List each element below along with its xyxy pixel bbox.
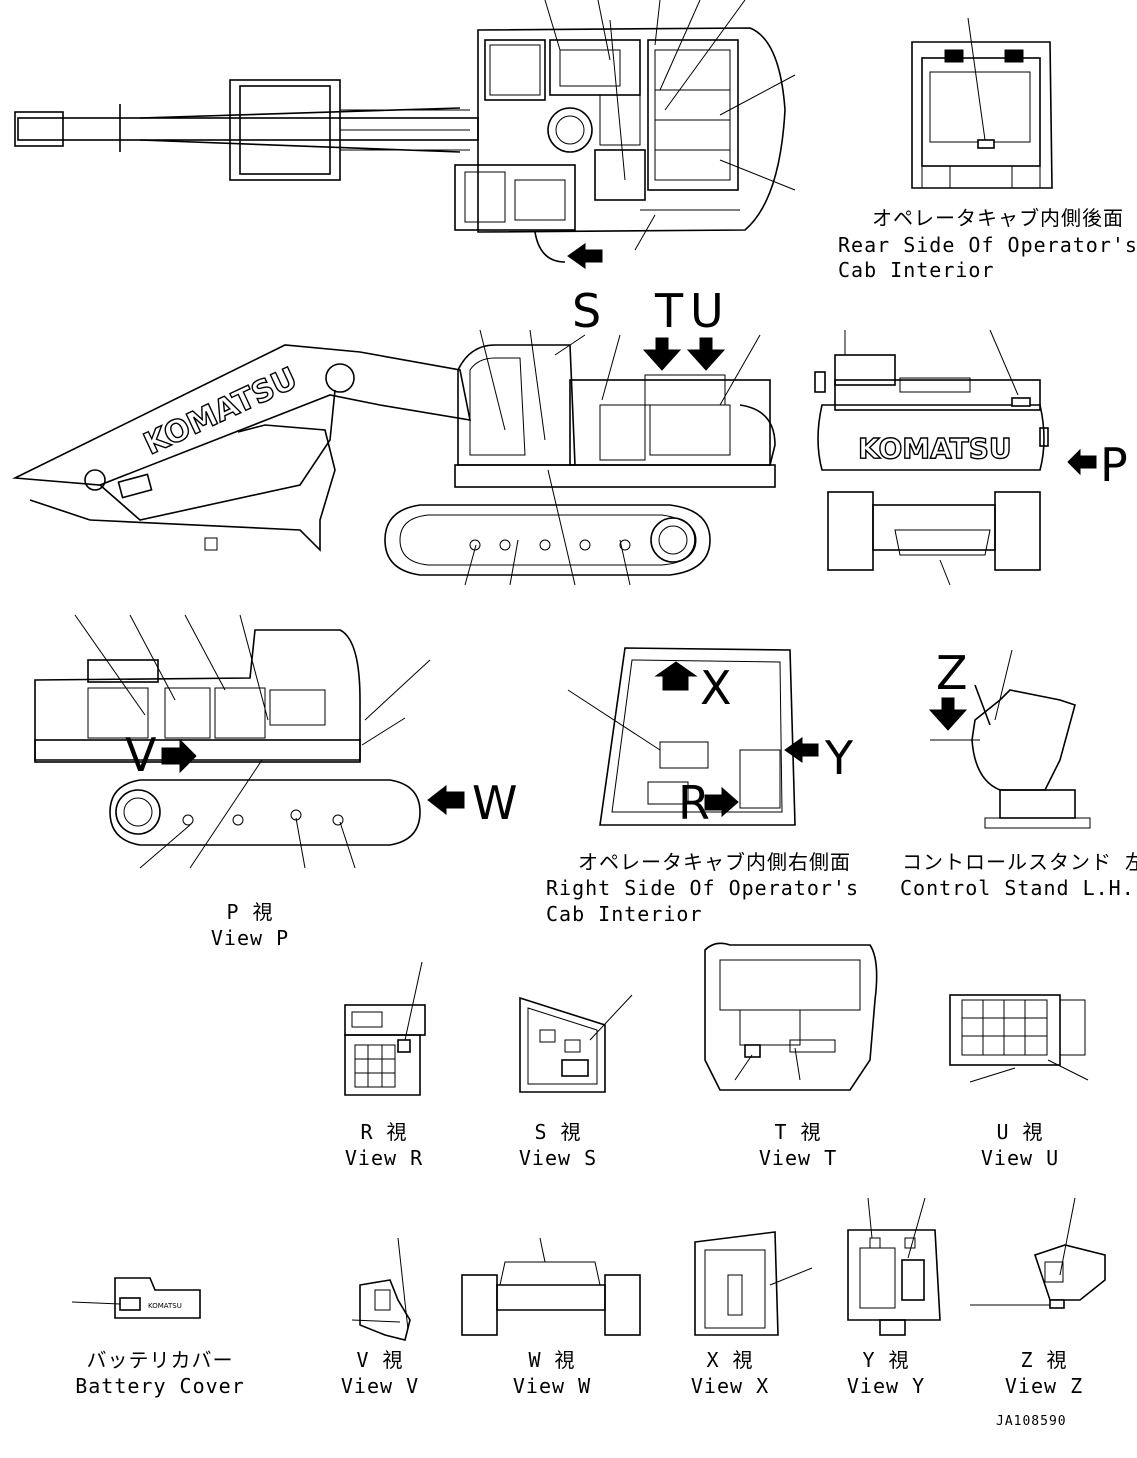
view-z [970,1197,1106,1309]
view-s [519,994,633,1093]
view-t-jp-label: T 視 [774,1120,822,1144]
view-w-en-label: View W [512,1374,592,1398]
drawing-code: JA108590 [996,1414,1067,1429]
side-view-left: KOMATSU [12,329,776,586]
view-p-en-label: View P [210,926,290,950]
view-r [344,961,426,1096]
battery-logo: KOMATSU [148,1302,182,1310]
view-v-en-label: View V [340,1374,420,1398]
top-plan-view [14,0,796,269]
rear-logo: KOMATSU [858,432,1012,465]
view-v [351,1237,411,1341]
rear-view: KOMATSU [814,329,1097,586]
view-t [704,942,878,1091]
view-y-en-label: View Y [846,1374,926,1398]
view-letter-r: R [678,776,710,830]
view-z-jp-label: Z 視 [1020,1348,1068,1372]
view-letter-p: P [1100,438,1128,492]
view-w-jp-label: W 視 [528,1348,576,1372]
view-x [694,1231,813,1336]
view-p-right-side [34,614,465,869]
rear-cab-en-label-1: Rear Side Of Operator's [838,233,1137,257]
view-t-en-label: View T [758,1146,838,1170]
control-stand-view [928,649,1091,829]
view-letter-s: S [572,284,602,338]
view-y-jp-label: Y 視 [862,1348,910,1372]
battery-jp-label: バッテリカバー [86,1348,234,1372]
view-w [461,1237,641,1336]
right-cab-en-label-2: Cab Interior [546,902,703,926]
battery-cover-view: KOMATSU [71,1277,201,1319]
control-stand-en-label: Control Stand L.H. [900,876,1135,900]
view-p-jp-label: P 視 [226,900,274,924]
right-cab-en-label-1: Right Side Of Operator's [546,876,859,900]
view-z-en-label: View Z [1004,1374,1084,1398]
right-cab-jp-label: オペレータキャブ内側右側面 [578,850,851,874]
view-letter-t: T [655,284,684,338]
view-letter-z: Z [936,646,968,700]
control-stand-jp-label: コントロールスタンド 左 [902,850,1137,874]
view-letter-u: U [690,284,724,338]
view-r-jp-label: R 視 [360,1120,408,1144]
view-y [847,1197,941,1336]
rear-cab-interior-view [911,17,1053,189]
view-v-jp-label: V 視 [356,1348,404,1372]
view-r-en-label: View R [344,1146,424,1170]
rear-cab-jp-label: オペレータキャブ内側後面 [872,206,1124,230]
view-u-jp-label: U 視 [996,1120,1044,1144]
view-x-jp-label: X 視 [706,1348,754,1372]
view-letter-x: X [700,661,732,715]
view-u-en-label: View U [980,1146,1060,1170]
view-u [949,994,1089,1083]
view-letter-y: Y [825,731,854,785]
view-x-en-label: View X [690,1374,770,1398]
view-letter-v: V [125,728,157,782]
view-letter-w: W [472,776,518,830]
rear-cab-en-label-2: Cab Interior [838,258,995,282]
view-s-en-label: View S [518,1146,598,1170]
view-s-jp-label: S 視 [534,1120,582,1144]
battery-en-label: Battery Cover [75,1374,245,1398]
right-cab-interior-view [567,647,819,826]
